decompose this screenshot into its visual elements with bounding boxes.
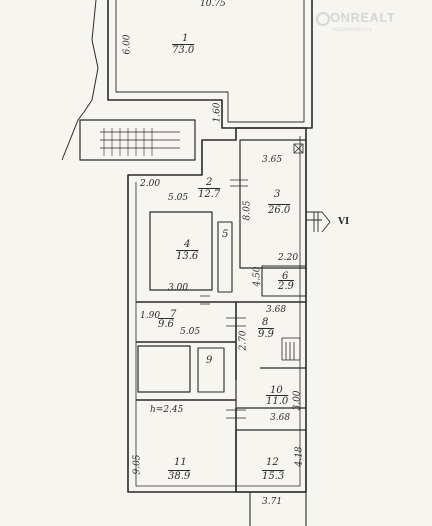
wall-row7 — [136, 301, 306, 380]
wall-room5 — [217, 221, 233, 293]
dim-450: 4.50 — [252, 266, 263, 287]
room-6-num: 6 — [282, 271, 289, 282]
room-11-num: 11 — [174, 457, 187, 468]
wall-outer-inner — [135, 136, 301, 487]
dim-200: 2.00 — [140, 179, 161, 189]
wall-bottom — [249, 492, 307, 526]
room-9-num: 9 — [206, 355, 213, 366]
dim-905: 9.05 — [132, 454, 143, 475]
room-8-area: 9.9 — [258, 329, 274, 340]
wall-room3 — [239, 139, 307, 269]
window-right — [306, 211, 331, 233]
wall-room9 — [197, 347, 225, 393]
dim-270: 2.70 — [238, 330, 249, 351]
dim-418: 4.18 — [294, 446, 305, 467]
stair-room8 — [281, 337, 301, 361]
room-12-num: 12 — [266, 457, 279, 468]
dim-505: 5.05 — [168, 193, 189, 203]
room-10-area: 11.0 — [266, 396, 289, 407]
room-2-num: 2 — [206, 177, 213, 188]
wall-hall-inner — [115, 0, 305, 123]
wall-left-rough — [61, 0, 99, 161]
room-11-area: 38.9 — [168, 471, 191, 482]
room-3-area: 26.0 — [268, 205, 291, 216]
dim-368a: 3.68 — [266, 305, 287, 315]
wall-room4 — [149, 211, 213, 291]
wall-room6 — [261, 265, 307, 297]
dim-368b: 3.68 — [270, 413, 291, 423]
room-8-num: 8 — [262, 317, 269, 328]
wall-room12 — [235, 429, 307, 493]
dim-hall-width: 10.75 — [200, 0, 226, 9]
wall-hall — [107, 0, 313, 129]
dim-h245: h=2.45 — [150, 405, 184, 415]
dim-805: 8.05 — [242, 200, 253, 221]
watermark-logo-icon — [316, 12, 330, 26]
room-1-area: 73.0 — [172, 45, 195, 56]
room-1-num: 1 — [182, 33, 189, 44]
dim-365: 3.65 — [262, 155, 283, 165]
room-4-num: 4 — [184, 239, 191, 250]
room-7-area: 9.6 — [158, 319, 174, 330]
dim-371: 3.71 — [262, 497, 283, 507]
dim-190: 1.90 — [140, 311, 161, 321]
room-7-num: 7 — [170, 309, 177, 320]
dim-300b: 3.00 — [292, 390, 303, 411]
section-marker: VI — [338, 217, 350, 227]
room-2-area: 12.7 — [198, 189, 221, 200]
dim-505b: 5.05 — [180, 327, 201, 337]
room-3-num: 3 — [274, 189, 281, 200]
watermark-brand: ONREALT — [330, 10, 396, 25]
wall-outer — [127, 127, 307, 493]
room-6-area: 2.9 — [278, 281, 294, 292]
watermark-tagline: недвижимость — [332, 27, 373, 33]
stair-block — [79, 119, 196, 161]
dim-220: 2.20 — [278, 253, 299, 263]
dim-hall-wall: 1.60 — [212, 102, 223, 123]
room-5-num: 5 — [222, 229, 229, 240]
stair-treads — [100, 131, 180, 149]
room-10-num: 10 — [270, 385, 283, 396]
wall-storage — [137, 345, 191, 393]
room-12-area: 15.3 — [262, 471, 285, 482]
dim-300a: 3.00 — [168, 283, 189, 293]
room-4-area: 13.6 — [176, 251, 199, 262]
dim-hall-height: 6.00 — [122, 34, 133, 55]
